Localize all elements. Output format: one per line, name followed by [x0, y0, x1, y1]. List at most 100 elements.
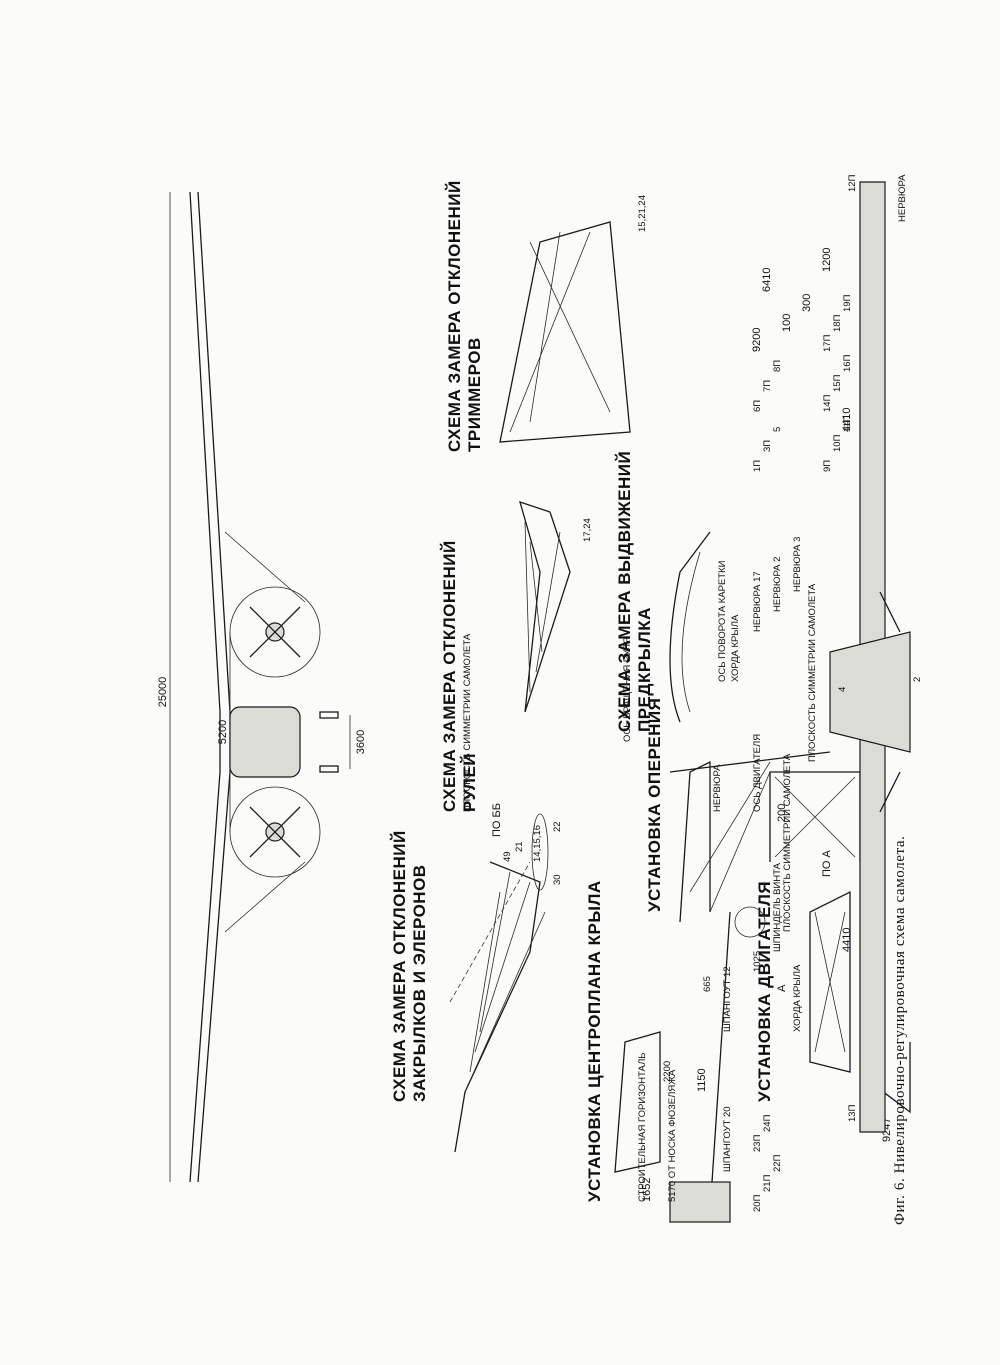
point-23: 23П [752, 1134, 763, 1152]
flaps-ailerons-title-1: СХЕМА ЗАМЕРА ОТКЛОНЕНИЙ [390, 830, 409, 1102]
tail-stabilizer [669, 751, 831, 773]
side-dim-1150: 1150 [696, 1068, 708, 1092]
point-14: 14П [822, 394, 833, 412]
slat-chord-label: ХОРДА КРЫЛА [730, 614, 741, 682]
slat-title-1: СХЕМА ЗАМЕРА ВЫДВИЖЕНИЙ [615, 451, 634, 732]
bb-point-30: 30 [552, 874, 563, 885]
front-view: 25000 5200 3600 [157, 191, 367, 1183]
side-view: 1150 1652 ШПАНГОУТ 20 ШПАНГОУТ 12 ШПИНДЕ… [641, 862, 783, 1223]
point-9: 9П [822, 460, 833, 472]
rudders-title-1: СХЕМА ЗАМЕРА ОТКЛОНЕНИЙ [440, 540, 459, 812]
tail-title: УСТАНОВКА ОПЕРЕНИЯ [645, 698, 664, 912]
rudder-contour [519, 500, 571, 713]
plan-point-2: 2 [912, 677, 923, 682]
plan-nacelles [879, 591, 901, 813]
front-gear-left [319, 765, 339, 773]
trimmers-title-1: СХЕМА ЗАМЕРА ОТКЛОНЕНИЙ [445, 180, 464, 452]
flap-deflection-lines [464, 871, 546, 1093]
rudders-title-2: РУЛЕЙ [460, 753, 479, 812]
point-15: 15П [832, 374, 843, 392]
rotated-drawing: 25000 5200 3600 СХЕМА ЗАМЕРА ОТКЛОНЕНИЙ … [70, 32, 930, 1332]
rudders-scheme: СХЕМА ЗАМЕРА ОТКЛОНЕНИЙ РУЛЕЙ ОСЬ ВРАЩЕН… [440, 500, 633, 812]
plan-fuselage [829, 631, 911, 753]
plan-dim-4410b: 4410 [841, 928, 853, 952]
bb-point-22: 22 [552, 821, 563, 832]
dim-100: 100 [781, 314, 793, 332]
section-a-symmetry: ПЛОСКОСТЬ СИММЕТРИИ САМОЛЕТА [807, 583, 818, 762]
figure-caption: Фиг. 6. Нивелировочно-регулировочная схе… [892, 836, 932, 1225]
tail-nervure-label: НЕРВЮРА [712, 764, 723, 812]
flaps-ailerons-scheme: СХЕМА ЗАМЕРА ОТКЛОНЕНИЙ ЗАКРЫЛКОВ И ЭЛЕР… [390, 825, 546, 1153]
flap-contour [454, 861, 541, 1153]
front-prop-blades-left [249, 806, 301, 858]
dim-6410: 6410 [761, 268, 773, 292]
side-frame-20: ШПАНГОУТ 20 [722, 1106, 733, 1172]
point-22: 22П [772, 1154, 783, 1172]
tail-scheme: УСТАНОВКА ОПЕРЕНИЯ ПЛОСКОСТЬ СИММЕТРИИ С… [645, 698, 831, 932]
rudder-axis-label: ОСЬ ВРАЩЕНИЯ РУЛЯ [622, 637, 633, 742]
point-21: 21П [762, 1174, 773, 1192]
section-a-dim-200: 200 [776, 804, 788, 822]
plan-point-12: 12П [847, 174, 858, 192]
section-a-label: ПО А [821, 849, 833, 877]
side-prop-hub: ШПИНДЕЛЬ ВИНТА [772, 862, 783, 952]
dim-300: 300 [801, 294, 813, 312]
side-frame-12: ШПАНГОУТ 12 [722, 966, 733, 1032]
point-5: 5 [772, 427, 783, 432]
point-6: 6П [752, 400, 763, 412]
dim-1200: 1200 [821, 248, 833, 272]
front-wing-bottom [197, 191, 231, 1183]
trimmer-points: 15,21,24 [637, 195, 648, 232]
plan-dim-4410: 4410 [841, 408, 853, 432]
section-bb: ПО ББ ПЛОСКОСТЬ СИММЕТРИИ САМОЛЕТА 30 22… [462, 633, 563, 891]
wing-center-dim-2200: 2200 [662, 1061, 673, 1082]
engine-diagonals [814, 911, 846, 1053]
side-dim-665: 665 [702, 976, 713, 992]
point-19: 19П [842, 294, 853, 312]
section-a: ПО А ОСЬ ДВИГАТЕЛЯ 200 ПЛОСКОСТЬ СИММЕТР… [752, 583, 861, 877]
flap-point-49: 49 [502, 851, 513, 862]
front-fuselage [229, 706, 301, 778]
nervure-17-label: НЕРВЮРА 17 [752, 571, 763, 632]
slat-scheme: СХЕМА ЗАМЕРА ВЫДВИЖЕНИЙ ПРЕДКРЫЛКА ОСЬ П… [615, 451, 741, 732]
engine-mount [809, 890, 851, 1073]
wing-center-scheme: УСТАНОВКА ЦЕНТРОПЛАНА КРЫЛА 5170 ОТ НОСК… [585, 880, 678, 1202]
front-wing-top [189, 191, 221, 1183]
side-dim-1652: 1652 [641, 1178, 653, 1202]
nervure-2-label: НЕРВЮРА 2 [772, 557, 783, 612]
side-tail-block [669, 1181, 731, 1223]
point-24: 24П [762, 1114, 773, 1132]
slat-contour [669, 531, 711, 723]
point-18: 18П [832, 314, 843, 332]
slat-arc [681, 551, 701, 713]
point-8: 8П [772, 360, 783, 372]
point-10: 10П [832, 434, 843, 452]
point-20: 20П [752, 1194, 763, 1212]
symmetry-plane-bb: ПЛОСКОСТЬ СИММЕТРИИ САМОЛЕТА [462, 633, 473, 812]
span-dimension: 25000 [157, 677, 169, 708]
point-3: 3П [762, 440, 773, 452]
plan-view: 13П 12П 4 2 4410 4410 НЕРВЮРА [829, 174, 923, 1133]
flap-dashed [449, 861, 531, 1003]
point-17: 17П [822, 334, 833, 352]
trimmers-title-2: ТРИММЕРОВ [465, 337, 484, 452]
bb-point-21: 21 [514, 841, 525, 852]
trimmer-contour [499, 221, 631, 443]
prop-distance-dimension: 5200 [217, 720, 229, 744]
side-wheel [734, 906, 766, 938]
wing-center-from-nose: 5170 ОТ НОСКА ФЮЗЕЛЯЖА [667, 1069, 678, 1202]
view-a-label: А [776, 984, 788, 992]
rudder-points: 17,24 [582, 518, 593, 542]
tail-symmetry-label: ПЛОСКОСТЬ СИММЕТРИИ САМОЛЕТА [782, 753, 793, 932]
slat-title-2: ПРЕДКРЫЛКА [635, 607, 654, 732]
plan-point-4: 4 [837, 687, 848, 692]
slat-axis-label: ОСЬ ПОВОРОТА КАРЕТКИ [717, 560, 728, 682]
point-11: 11П [842, 415, 853, 432]
nervure-m-label: НЕРВЮРА 3 [792, 537, 803, 592]
wing-center-horizontal: СТРОИТЕЛЬНАЯ ГОРИЗОНТАЛЬ [637, 1052, 648, 1202]
front-prop-blades-right [249, 606, 301, 658]
point-1: 1П [752, 460, 763, 472]
flap-points: 14,15,16 [532, 825, 543, 862]
dim-9200: 9200 [751, 328, 763, 352]
